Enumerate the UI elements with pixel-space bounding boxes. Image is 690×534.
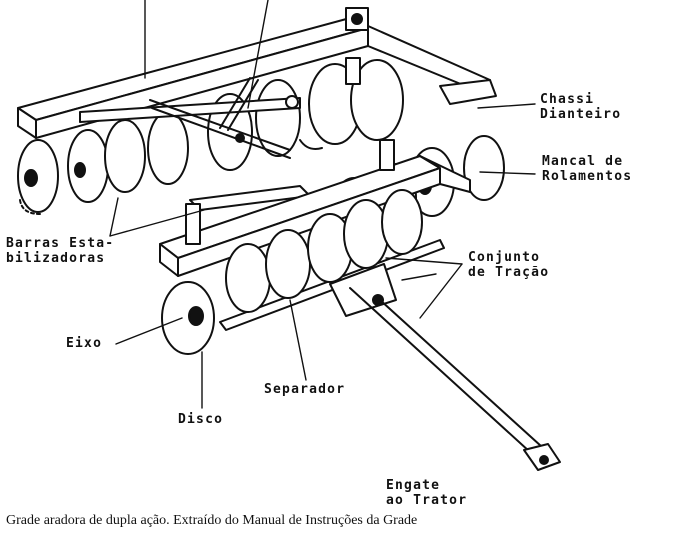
- label-eixo: Eixo: [66, 336, 103, 351]
- draw-bar-assembly: [329, 263, 561, 471]
- label-mancal-line2: Rolamentos: [542, 169, 633, 184]
- label-engate-ao-trator: Engate ao Trator: [386, 478, 467, 508]
- label-engate-line2: ao Trator: [386, 493, 468, 508]
- label-separador: Separador: [264, 382, 346, 397]
- label-barras-line1: Barras Esta-: [6, 236, 115, 251]
- figure-caption: Grade aradora de dupla ação. Extraído do…: [6, 513, 418, 528]
- label-disco: Disco: [178, 412, 224, 427]
- label-chassi-dianteiro: Chassi Dianteiro: [540, 92, 621, 122]
- label-barras-line2: bilizadoras: [6, 251, 106, 266]
- label-chassi-dianteiro-line1: Chassi: [540, 92, 595, 107]
- label-conjunto-de-tracao: Conjunto de Tração: [468, 250, 549, 280]
- leader-lines: [109, 0, 536, 409]
- label-conjunto-line2: de Tração: [468, 265, 550, 280]
- label-mancal-line1: Mancal de: [542, 154, 624, 169]
- stabilizer-bars: [79, 77, 311, 211]
- label-engate-line1: Engate: [386, 478, 441, 493]
- label-mancal-de-rolamentos: Mancal de Rolamentos: [542, 154, 632, 184]
- label-chassi-dianteiro-line2: Dianteiro: [540, 107, 622, 122]
- label-barras-estabilizadoras: Barras Esta- bilizadoras: [6, 236, 114, 266]
- label-conjunto-line1: Conjunto: [468, 250, 541, 265]
